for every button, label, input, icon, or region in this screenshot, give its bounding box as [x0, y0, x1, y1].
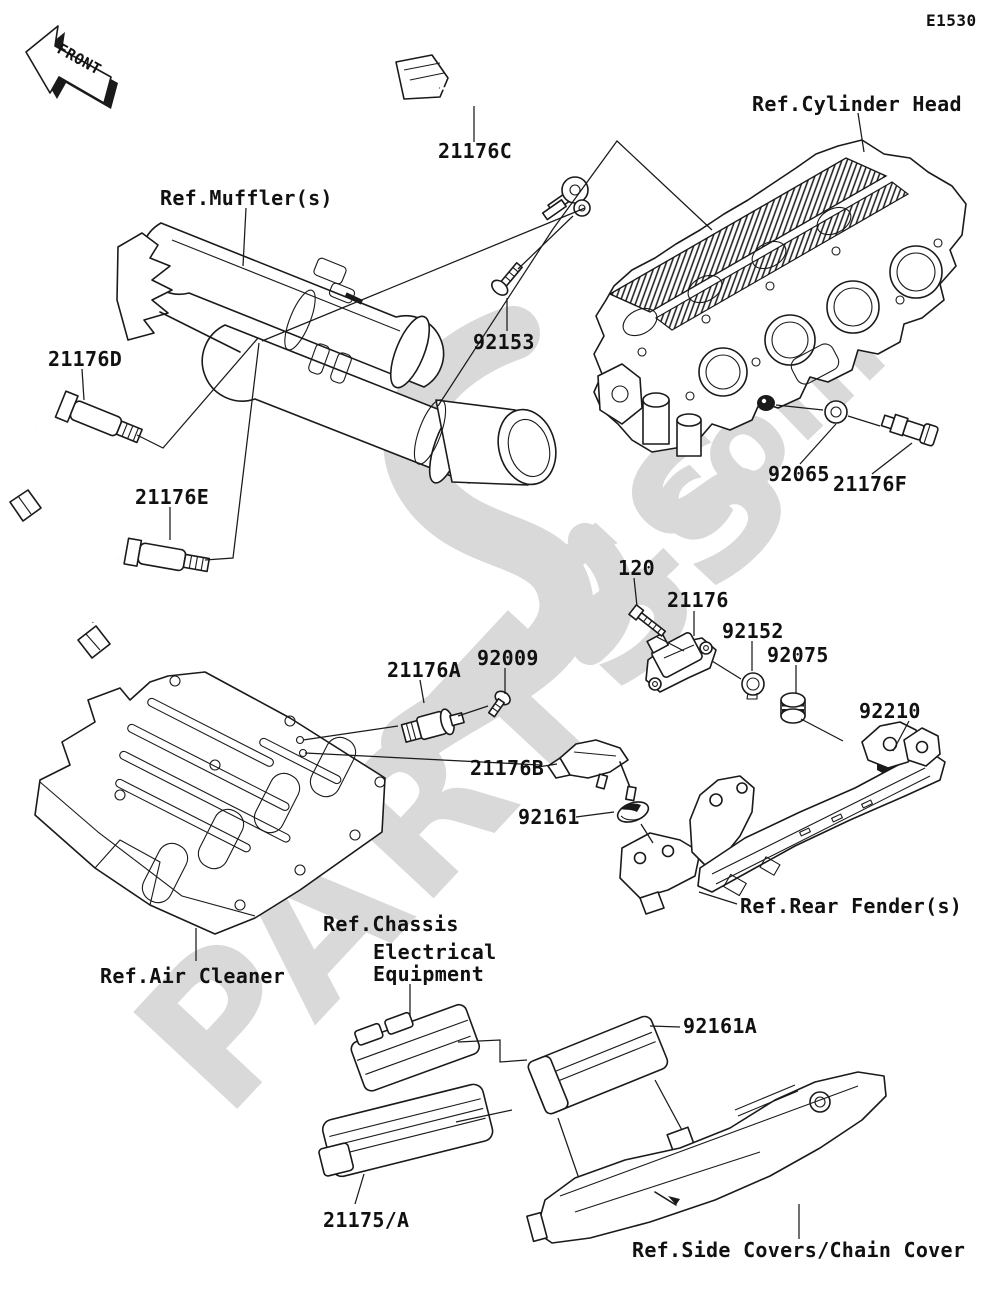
front-arrow: FRONT	[25, 25, 118, 109]
label-21176c: 21176C	[438, 139, 512, 163]
damper-92075-drawing	[780, 692, 806, 724]
oxygen-sensor-21176e-drawing	[77, 537, 211, 659]
screw-92009-drawing	[487, 690, 511, 718]
muffler-drawing	[116, 222, 557, 486]
label-21175a: 21175/A	[323, 1208, 409, 1232]
washer-92065-drawing	[824, 400, 848, 424]
label-ref-chassis-3: Equipment	[373, 962, 484, 986]
chassis-electrical-ecu-drawing	[350, 1003, 481, 1092]
label-ref-air-cleaner: Ref.Air Cleaner	[100, 964, 285, 988]
label-92161a: 92161A	[683, 1014, 757, 1038]
label-92065: 92065	[768, 462, 830, 486]
oxygen-sensor-21176d-drawing	[9, 390, 143, 522]
sensor-mount-hole	[757, 395, 775, 411]
label-ref-cylinder-head: Ref.Cylinder Head	[752, 92, 962, 116]
cylinder-head-drawing	[593, 139, 967, 457]
air-temp-sensor-21176a-drawing	[400, 708, 465, 743]
label-ref-chassis-1: Ref.Chassis	[323, 912, 459, 936]
label-92075: 92075	[767, 643, 829, 667]
side-cover-drawing	[526, 1071, 887, 1244]
air-cleaner-drawing	[34, 671, 386, 935]
bolt-120-drawing	[628, 604, 667, 637]
label-ref-side-covers: Ref.Side Covers/Chain Cover	[632, 1238, 965, 1262]
label-21176e: 21176E	[135, 485, 209, 509]
label-ref-chassis-2: Electrical	[373, 940, 496, 964]
rear-fender-bracket-drawing	[619, 721, 946, 915]
label-92152: 92152	[722, 619, 784, 643]
label-ref-rear-fender: Ref.Rear Fender(s)	[740, 894, 962, 918]
label-92161: 92161	[518, 805, 580, 829]
label-ref-muffler: Ref.Muffler(s)	[160, 186, 333, 210]
label-21176: 21176	[667, 588, 729, 612]
grommet-92152-drawing	[741, 672, 765, 700]
label-21176a: 21176A	[387, 658, 461, 682]
water-temp-sensor-21176f-drawing	[880, 413, 939, 447]
callout-labels: Ref.Muffler(s) Ref.Cylinder Head 21176C …	[48, 92, 965, 1262]
cam-sensor-21176c-drawing	[395, 54, 591, 221]
label-21176b: 21176B	[470, 756, 544, 780]
label-92009: 92009	[477, 646, 539, 670]
leader-lines	[81, 106, 913, 1239]
pressure-sensor-21176b-drawing	[547, 739, 634, 796]
label-21176d: 21176D	[48, 347, 122, 371]
tipover-sensor-21176-drawing	[645, 632, 717, 693]
damper-92161-drawing	[616, 785, 650, 823]
page-code: E1530	[926, 11, 977, 30]
label-21176f: 21176F	[833, 472, 907, 496]
screw-92153-drawing	[491, 262, 523, 296]
ecu-21175-drawing	[318, 1083, 494, 1178]
label-120: 120	[618, 556, 655, 580]
label-92153: 92153	[473, 330, 535, 354]
label-92210: 92210	[859, 699, 921, 723]
